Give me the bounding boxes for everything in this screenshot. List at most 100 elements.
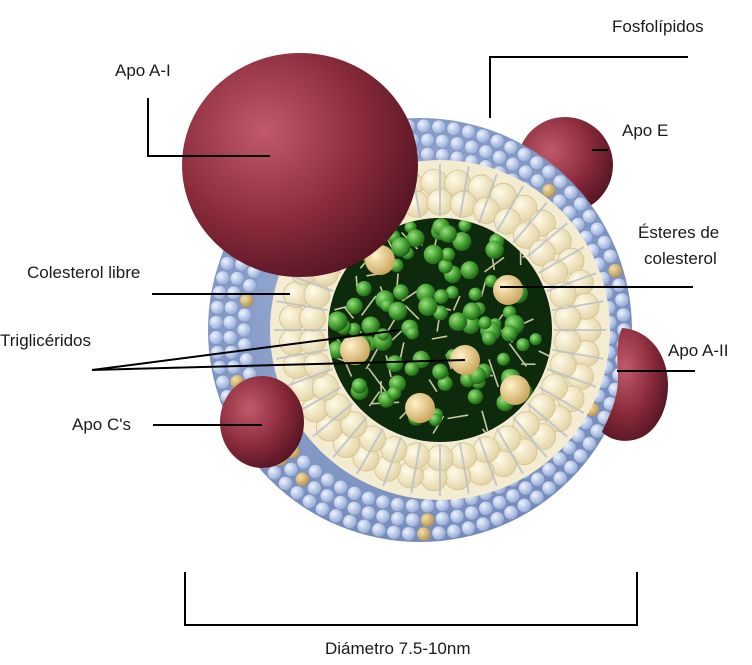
phospholipid-head bbox=[506, 157, 520, 171]
phospholipid-head bbox=[462, 125, 476, 139]
triglyceride-molecule bbox=[377, 328, 389, 340]
phospholipid-head bbox=[315, 502, 329, 516]
triglyceride-molecule bbox=[393, 284, 409, 300]
phospholipid-head bbox=[216, 375, 230, 389]
phospholipid-head bbox=[531, 174, 545, 188]
label-esteres-line1: Ésteres de bbox=[638, 222, 719, 244]
phospholipid-head bbox=[553, 175, 567, 189]
phospholipid-head bbox=[213, 286, 227, 300]
phospholipid-head bbox=[391, 512, 405, 526]
triglyceride-molecule bbox=[388, 302, 407, 321]
label-fosfolipidos: Fosfolípidos bbox=[612, 16, 704, 38]
phospholipid-head bbox=[238, 308, 252, 322]
phospholipid-head bbox=[216, 271, 230, 285]
phospholipid-head bbox=[519, 165, 533, 179]
phospholipid-head bbox=[421, 133, 435, 147]
phospholipid-head bbox=[435, 512, 449, 526]
triglyceride-molecule bbox=[469, 288, 482, 301]
triglyceride-molecule bbox=[516, 338, 529, 351]
phospholipid-head bbox=[542, 481, 556, 495]
triglyceride-molecule bbox=[485, 241, 503, 259]
cholesterol-ester-molecule bbox=[405, 393, 435, 423]
phospholipid-head bbox=[517, 498, 531, 512]
phospholipid-head bbox=[432, 526, 446, 540]
phospholipid-head bbox=[237, 323, 251, 337]
phospholipid-head bbox=[376, 509, 390, 523]
phospholipid-head bbox=[284, 463, 298, 477]
phospholipid-head bbox=[597, 236, 611, 250]
label-esteres-line2: colesterol bbox=[644, 248, 717, 270]
phospholipid-head bbox=[493, 151, 507, 165]
triglyceride-molecule bbox=[387, 386, 401, 400]
phospholipid-head bbox=[209, 316, 223, 330]
triglyceride-molecule bbox=[405, 361, 420, 376]
phospholipid-head bbox=[479, 145, 493, 159]
phospholipid-head bbox=[321, 473, 335, 487]
label-apo-a2: Apo A-II bbox=[668, 340, 728, 362]
phospholipid-head bbox=[361, 506, 375, 520]
triglyceride-molecule bbox=[434, 289, 449, 304]
phospholipid-head bbox=[357, 519, 371, 533]
triglyceride-molecule bbox=[432, 364, 448, 380]
phospholipid-head bbox=[329, 509, 343, 523]
phospholipid-head bbox=[421, 147, 435, 161]
phospholipid-head bbox=[334, 480, 348, 494]
phospholipid-head bbox=[224, 301, 238, 315]
phospholipid-head bbox=[307, 481, 321, 495]
cholesterol-ester-molecule bbox=[500, 375, 530, 405]
phospholipid-head bbox=[530, 490, 544, 504]
triglyceride-molecule bbox=[468, 389, 483, 404]
label-diametro: Diámetro 7.5-10nm bbox=[325, 638, 471, 660]
phospholipid-head bbox=[267, 466, 281, 480]
phospholipid-head bbox=[490, 512, 504, 526]
cholesterol-ester-molecule bbox=[340, 335, 370, 365]
triglyceride-molecule bbox=[356, 281, 371, 296]
phospholipid-head bbox=[504, 140, 518, 154]
phospholipid-head bbox=[278, 476, 292, 490]
free-cholesterol-bead bbox=[542, 184, 556, 198]
phospholipid-head bbox=[302, 494, 316, 508]
phospholipid-head bbox=[402, 527, 416, 541]
cholesterol-ester-molecule bbox=[493, 275, 523, 305]
phospholipid-head bbox=[553, 471, 567, 485]
label-apo-a1: Apo A-I bbox=[115, 60, 171, 82]
phospholipid-head bbox=[590, 222, 604, 236]
label-colesterol-libre: Colesterol libre bbox=[27, 262, 140, 284]
phospholipid-head bbox=[476, 517, 490, 531]
label-apo-cs: Apo C's bbox=[72, 414, 131, 436]
label-apo-e: Apo E bbox=[622, 120, 668, 142]
triglyceride-molecule bbox=[439, 225, 457, 243]
triglyceride-molecule bbox=[391, 237, 410, 256]
phospholipid-head bbox=[223, 331, 237, 345]
phospholipid-head bbox=[334, 496, 348, 510]
triglyceride-molecule bbox=[328, 311, 348, 331]
phospholipid-head bbox=[376, 495, 390, 509]
phospholipid-head bbox=[616, 308, 630, 322]
phospholipid-head bbox=[493, 496, 507, 510]
free-cholesterol-bead bbox=[608, 264, 622, 278]
phospholipid-head bbox=[417, 119, 431, 133]
phospholipid-head bbox=[590, 424, 604, 438]
phospholipid-head bbox=[504, 506, 518, 520]
phospholipid-head bbox=[615, 293, 629, 307]
free-cholesterol-bead bbox=[421, 513, 435, 527]
phospholipid-head bbox=[517, 148, 531, 162]
apo-a1-protein bbox=[182, 53, 418, 277]
phospholipid-head bbox=[435, 134, 449, 148]
free-cholesterol-bead bbox=[295, 472, 309, 486]
triglyceride-molecule bbox=[418, 297, 437, 316]
phospholipid-head bbox=[476, 129, 490, 143]
triglyceride-molecule bbox=[387, 355, 404, 372]
phospholipid-head bbox=[447, 122, 461, 136]
phospholipid-head bbox=[209, 331, 223, 345]
phospholipid-head bbox=[223, 316, 237, 330]
phospholipid-head bbox=[465, 506, 479, 520]
phospholipid-head bbox=[519, 481, 533, 495]
phospholipid-head bbox=[220, 256, 234, 270]
triglyceride-molecule bbox=[346, 298, 362, 314]
phospholipid-head bbox=[447, 524, 461, 538]
triglyceride-molecule bbox=[352, 378, 367, 393]
phospholipid-head bbox=[612, 278, 626, 292]
triglyceride-molecule bbox=[406, 327, 419, 340]
